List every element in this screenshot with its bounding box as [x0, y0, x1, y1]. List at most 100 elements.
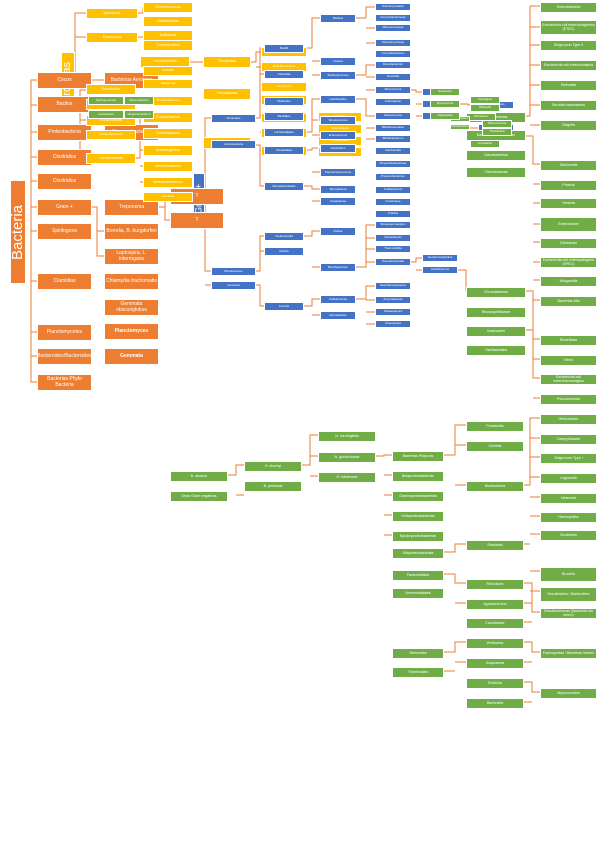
node-o15: Borrelia, B. burgdorferi [104, 223, 159, 240]
node-b24: Corynebacterium [375, 50, 411, 58]
node-b48: Tsukamurella [264, 232, 304, 241]
node-y34: Haloarcula [143, 79, 193, 89]
node-y10: Crenarchaeota [86, 153, 136, 164]
node-o6: Gram + [37, 199, 92, 216]
node-b52: Brevibacterium [320, 263, 356, 272]
node-b63: Geodermatophilus [422, 254, 458, 262]
node-b23: Streptomycineae [375, 39, 411, 47]
connector-line [356, 285, 375, 300]
node-g74: Thiobacillus [482, 128, 512, 136]
node-g71: Magnetospirillum [124, 110, 154, 119]
node-g40: N. meningitidis [318, 431, 376, 442]
node-b53: Cellulomonas [320, 295, 356, 304]
node-g48: Betaproteobacterias [392, 471, 444, 482]
node-b46: Rhodococcus [211, 267, 256, 276]
connector-line [304, 185, 320, 190]
connector-line [356, 64, 375, 76]
node-g67: Bartonella [466, 698, 524, 709]
node-b16: Clostridium [320, 144, 356, 153]
node-b27: Micrococcus [375, 86, 411, 94]
node-b7: Lactobacillales [264, 128, 304, 137]
node-o20: Gemmata [104, 348, 159, 365]
connector-line [304, 230, 320, 237]
node-g10: Yersinia [540, 198, 597, 209]
node-b12: Staphylococcus [320, 71, 356, 80]
node-o16: Leptospira, L. interrogans [104, 248, 159, 265]
node-g36: Chromatiaceae [466, 287, 526, 298]
node-b31: Bifidobacterium [375, 135, 411, 143]
node-o9: Planctomycetes [37, 324, 92, 341]
node-b8: Clostridiales [264, 146, 304, 155]
connector-line [256, 144, 264, 187]
node-y15: Methanobacterium [143, 177, 193, 188]
node-b49: Dietzia [264, 247, 304, 256]
node-g49: Gammaproteobacterias [392, 491, 444, 502]
connector-line [304, 298, 320, 307]
node-o17: Chlamydia trachomatis [104, 273, 159, 290]
node-b51: Rothia [320, 227, 356, 236]
node-b30: Bifidobacteriales [375, 124, 411, 132]
node-b28: Arthrobacter [375, 98, 411, 106]
node-b4: Clostridia [264, 70, 304, 79]
node-g9: Proteus [540, 180, 597, 191]
connector-line [256, 284, 264, 307]
node-g29: Desulfuromonas (Bacterias del hierro) [540, 608, 597, 619]
node-o7: Spirilogena [37, 223, 92, 240]
node-b58: Pseudonocardia [375, 258, 411, 266]
node-b19: Ureaplasma [320, 197, 356, 206]
node-b20: Actinomycetales [375, 3, 411, 11]
node-b57: Thermobifida [375, 245, 411, 253]
connector-line [444, 573, 466, 584]
node-g25: Haemophilus [540, 512, 597, 523]
node-o22: T [170, 212, 224, 229]
node-g54: Aeromonadales [392, 588, 444, 599]
connector-line [256, 235, 264, 272]
node-g20: Helicobacter [540, 414, 597, 425]
node-b62: Kineosporia [375, 320, 411, 328]
connector-line [526, 135, 540, 165]
node-g4: Escherichia coli enteroinvasiva [540, 60, 597, 71]
node-g58: Coxiella [466, 441, 524, 452]
node-y13: Archaeoglobus [143, 145, 193, 156]
node-g13: Escherichia coli enteropatógena (EPEC) [540, 257, 597, 268]
connector-line [524, 681, 540, 693]
node-g2: Escherichia coli enterotoxigénica (ETEC) [540, 20, 597, 35]
node-g41: N. gonorrhoeae [318, 452, 376, 463]
node-g55: Vibrionales [392, 648, 444, 659]
connector-line [444, 543, 466, 553]
node-g45: B. abortus [170, 471, 228, 482]
node-o1: Cocos [37, 72, 92, 89]
connector-line [376, 454, 392, 457]
node-g31: Myxococcales [540, 688, 597, 699]
node-g42: H. influenzae [318, 472, 376, 483]
node-g28: Desulfovibrio / Bdellovibrio [540, 587, 597, 602]
node-b6: Bacillales [264, 112, 304, 121]
node-b55: Streptosporangium [375, 221, 411, 229]
node-o5: Clostridios [37, 173, 92, 190]
node-y6: Thermoproteus [143, 40, 193, 51]
node-g6: Serratia marcescens [540, 100, 597, 111]
connector-line [30, 232, 37, 383]
connector-line [251, 51, 261, 63]
node-g15: Bacterias Alfa [540, 296, 597, 307]
node-g52: Alfaproteobacterias [392, 548, 444, 559]
node-g34: Cianobacterias [466, 150, 526, 161]
node-g7: Shigella [540, 120, 597, 131]
node-g77: Geobacter [430, 88, 460, 96]
node-b36: Frankineae [375, 198, 411, 206]
node-b29: Streptomyces [375, 112, 411, 120]
node-b3: Bacilli [264, 44, 304, 53]
node-g38: Nostocales [466, 326, 526, 337]
node-g18: Escherichia coli enterohemorrágica [540, 374, 597, 385]
node-g76: Desulfovibrio [450, 124, 470, 130]
node-g82: Arcobacter [470, 140, 500, 148]
node-b10: Bacillus [320, 14, 356, 23]
connector-line [228, 464, 244, 476]
node-g44: B. pertussis [244, 481, 302, 492]
node-y4: Halobacterias [143, 16, 193, 27]
connector-line [524, 641, 540, 653]
node-o19: Planctomyces [104, 323, 159, 340]
node-g14: Morganella [540, 276, 597, 287]
node-b11: Listeria [320, 57, 356, 66]
